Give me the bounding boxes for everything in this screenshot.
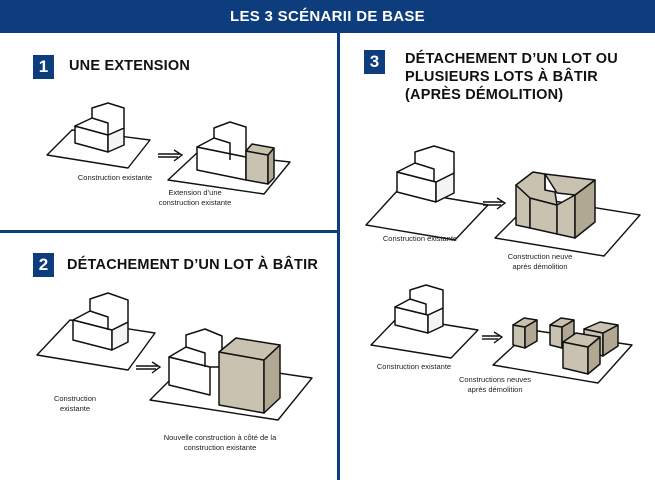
scenario2-caption-left: Construction existante (40, 394, 110, 414)
scenario1-caption-right: Extension d’une construction existante (140, 188, 250, 208)
scenario1-caption-right-line2: construction existante (158, 198, 232, 207)
scenario3b-arrow-icon (482, 331, 504, 344)
scenario3a-arrow-icon (483, 197, 507, 210)
scenario3a-caption-right-line1: Construction neuve (507, 252, 573, 261)
scenario1-caption-right-line1: Extension d’une (168, 188, 222, 197)
scenario3a-caption-right: Construction neuve après démolition (490, 252, 590, 272)
scenario3-title-line2: PLUSIEURS LOTS À BÂTIR (405, 69, 598, 85)
page-title: LES 3 SCÉNARII DE BASE (0, 0, 655, 33)
scenario3a-before-illustration (365, 145, 489, 241)
scenario2-after-illustration (149, 328, 313, 421)
scenario1-number-badge: 1 (33, 55, 54, 79)
scenario2-title: DÉTACHEMENT D’UN LOT À BÂTIR (67, 257, 319, 273)
scenario1-caption-left: Construction existante (77, 173, 153, 182)
scenario3a-caption-left: Construction existante (382, 234, 458, 243)
scenario2-caption-right-line2: construction existante (183, 443, 257, 452)
scenario3a-after-illustration (494, 171, 641, 257)
scenario2-before-illustration (36, 292, 156, 371)
scenario3-title-line3: (APRÈS DÉMOLITION) (405, 87, 564, 103)
scenario3a-caption-right-line2: après démolition (512, 262, 568, 271)
scenario1-title: UNE EXTENSION (69, 58, 191, 74)
scenario3-title-line1: DÉTACHEMENT D’UN LOT OU (405, 51, 618, 67)
scenario3b-caption-right-line2: après démolition (467, 385, 523, 394)
scenario1-before-illustration (46, 102, 151, 169)
scenario3b-caption-right-line1: Constructions neuves (458, 375, 532, 384)
scenario2-caption-right: Nouvelle construction à côté de la const… (145, 433, 295, 453)
scenario3-title: DÉTACHEMENT D’UN LOT OU PLUSIEURS LOTS À… (405, 50, 618, 104)
scenario2-caption-right-line1: Nouvelle construction à côté de la (163, 433, 277, 442)
scenario3b-after-illustration (492, 317, 633, 384)
scenario3b-before-illustration (370, 284, 479, 359)
horizontal-divider (0, 230, 337, 233)
vertical-divider (337, 33, 340, 480)
scenario3b-caption-left: Construction existante (376, 362, 452, 371)
scenario2-arrow-icon (136, 361, 162, 374)
scenario2-number-badge: 2 (33, 253, 54, 277)
scenario1-after-illustration (167, 121, 291, 195)
scenario1-arrow-icon (158, 149, 184, 162)
scenario3b-caption-right: Constructions neuves après démolition (445, 375, 545, 395)
scenario3-number-badge: 3 (364, 50, 385, 74)
scenario2-caption-left-line1: Construction (53, 394, 97, 403)
scenario2-caption-left-line2: existante (59, 404, 91, 413)
